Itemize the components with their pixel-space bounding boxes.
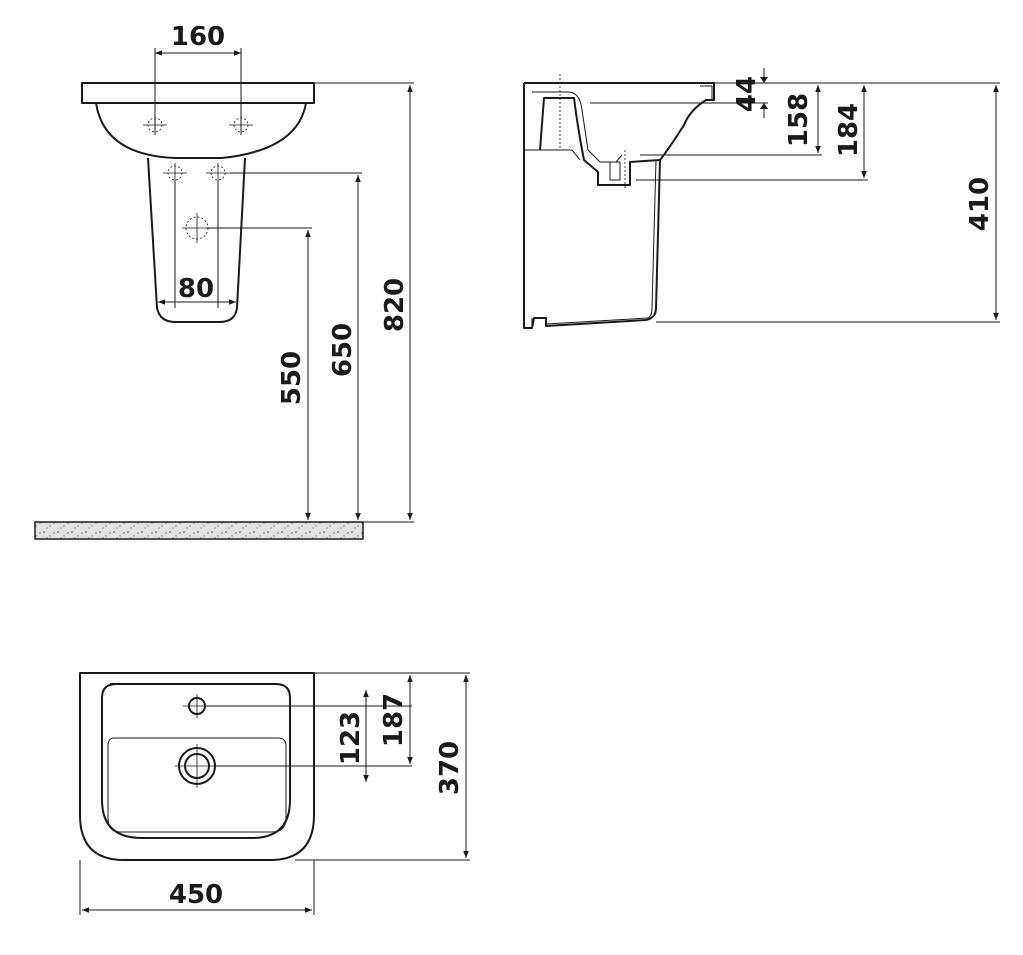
dimension-tap-to-drain: 187 xyxy=(379,675,413,764)
dimension-outlet-depth: 184 xyxy=(834,85,867,178)
basin-front-outline xyxy=(81,82,315,159)
dim-label-184: 184 xyxy=(834,103,864,157)
dimension-tap-spacing: 160 xyxy=(154,22,242,135)
drain-icon xyxy=(175,744,219,788)
dimension-rim-thickness: 44 xyxy=(732,68,768,118)
dim-label-550: 550 xyxy=(277,351,307,405)
floor-slab xyxy=(34,521,364,540)
dim-label-450: 450 xyxy=(169,880,223,910)
pedestal-section xyxy=(523,83,661,329)
dim-label-80: 80 xyxy=(178,274,214,304)
dim-label-820: 820 xyxy=(380,278,410,332)
dim-label-44: 44 xyxy=(732,76,762,112)
basin-top-outline xyxy=(79,672,315,861)
dimension-supply-height: 650 xyxy=(328,175,361,520)
basin-section xyxy=(524,82,715,186)
dimension-overflow-depth: 158 xyxy=(784,85,821,153)
side-section-view: 44 158 184 410 xyxy=(523,68,1000,329)
dimension-depth: 370 xyxy=(435,675,469,858)
dim-label-410: 410 xyxy=(965,177,995,231)
dimension-rim-height: 820 xyxy=(380,85,413,520)
front-view: 160 80 550 650 820 xyxy=(34,22,414,540)
dim-label-370: 370 xyxy=(435,741,465,795)
dimension-outlet-spacing: 80 xyxy=(158,180,236,308)
dim-label-160: 160 xyxy=(171,22,225,52)
dim-label-650: 650 xyxy=(328,323,358,377)
dimension-outlet-height: 550 xyxy=(277,230,311,520)
tap-hole-icon xyxy=(143,115,253,135)
top-view: 123 187 370 450 xyxy=(79,672,470,915)
dimension-width: 450 xyxy=(82,880,312,913)
pedestal-front xyxy=(147,157,246,323)
dim-label-123: 123 xyxy=(336,711,366,765)
dimension-drain-offset: 123 xyxy=(336,690,369,782)
dimension-pedestal-height: 410 xyxy=(965,85,999,320)
dim-label-187: 187 xyxy=(379,693,409,747)
supply-pipe-icon xyxy=(163,163,230,183)
dim-label-158: 158 xyxy=(784,93,814,147)
